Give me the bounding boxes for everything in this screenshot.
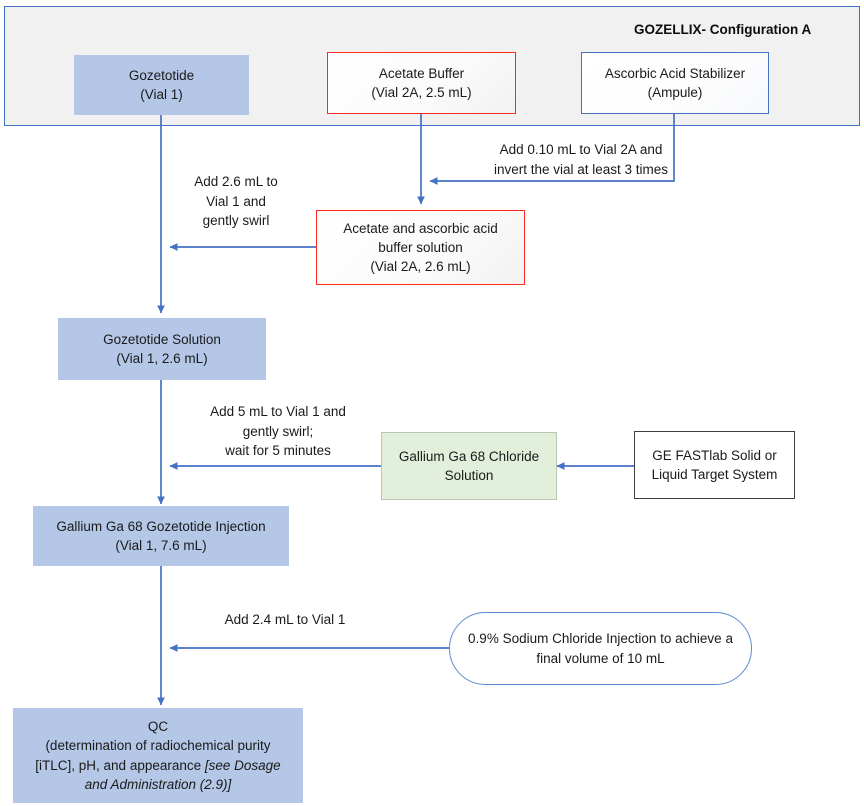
node-qc-line1: QC — [147, 719, 169, 735]
node-fastlab-line2: Liquid Target System — [651, 467, 778, 482]
node-qc-line4-italic: and Administration (2.9)] — [84, 776, 232, 792]
node-qc: QC (determination of radiochemical purit… — [13, 708, 303, 803]
node-gallium-chloride-line1: Gallium Ga 68 Chloride — [398, 448, 540, 464]
node-ascorbic-acid-line2: (Ampule) — [647, 85, 703, 100]
node-qc-line3-plain: [iTLC], pH, and appearance — [35, 757, 205, 773]
node-buffer-solution-line2: buffer solution — [378, 239, 463, 255]
node-qc-line3-italic: [see Dosage — [204, 757, 281, 773]
node-fastlab-line1: GE FASTlab Solid or — [652, 447, 777, 463]
node-gallium-chloride: Gallium Ga 68 Chloride Solution — [381, 432, 557, 500]
edge-label-add-gallium: Add 5 mL to Vial 1 and gently swirl; wai… — [210, 404, 346, 459]
node-ascorbic-acid: Ascorbic Acid Stabilizer (Ampule) — [581, 52, 769, 114]
node-acetate-buffer-line2: (Vial 2A, 2.5 mL) — [371, 85, 472, 100]
node-saline-line2: final volume of 10 mL — [536, 650, 665, 666]
node-qc-line2: (determination of radiochemical purity — [45, 738, 271, 754]
edge-label-add-ascorbic: Add 0.10 mL to Vial 2A and invert the vi… — [493, 142, 669, 177]
node-gozetotide-line2: (Vial 1) — [140, 87, 183, 102]
node-gallium-chloride-line2: Solution — [444, 468, 494, 483]
node-acetate-buffer: Acetate Buffer (Vial 2A, 2.5 mL) — [327, 52, 516, 114]
group-title: GOZELLIX- Configuration A — [634, 22, 812, 37]
node-ascorbic-acid-line1: Ascorbic Acid Stabilizer — [604, 65, 746, 81]
node-ga68-injection-line1: Gallium Ga 68 Gozetotide Injection — [56, 518, 266, 534]
node-buffer-solution-line3: (Vial 2A, 2.6 mL) — [370, 259, 471, 275]
node-ga68-injection: Gallium Ga 68 Gozetotide Injection (Vial… — [33, 506, 289, 566]
node-buffer-solution-line1: Acetate and ascorbic acid — [343, 220, 498, 236]
edge-label-add-buffer: Add 2.6 mL to Vial 1 and gently swirl — [194, 174, 278, 229]
node-gozetotide-line1: Gozetotide — [128, 67, 195, 83]
node-gozetotide-solution-line2: (Vial 1, 2.6 mL) — [116, 351, 208, 366]
node-gozetotide: Gozetotide (Vial 1) — [74, 55, 249, 115]
node-fastlab: GE FASTlab Solid or Liquid Target System — [634, 431, 795, 499]
node-acetate-buffer-line1: Acetate Buffer — [378, 65, 465, 81]
node-qc-line3: [iTLC], pH, and appearance [see Dosage — [35, 756, 280, 775]
node-saline-line1: 0.9% Sodium Chloride Injection to achiev… — [468, 631, 733, 647]
node-saline: 0.9% Sodium Chloride Injection to achiev… — [449, 612, 752, 685]
node-buffer-solution: Acetate and ascorbic acid buffer solutio… — [316, 210, 525, 285]
edge-label-add-saline: Add 2.4 mL to Vial 1 — [224, 612, 346, 627]
node-ga68-injection-line2: (Vial 1, 7.6 mL) — [115, 538, 207, 553]
node-gozetotide-solution: Gozetotide Solution (Vial 1, 2.6 mL) — [58, 318, 266, 380]
node-gozetotide-solution-line1: Gozetotide Solution — [103, 331, 221, 347]
